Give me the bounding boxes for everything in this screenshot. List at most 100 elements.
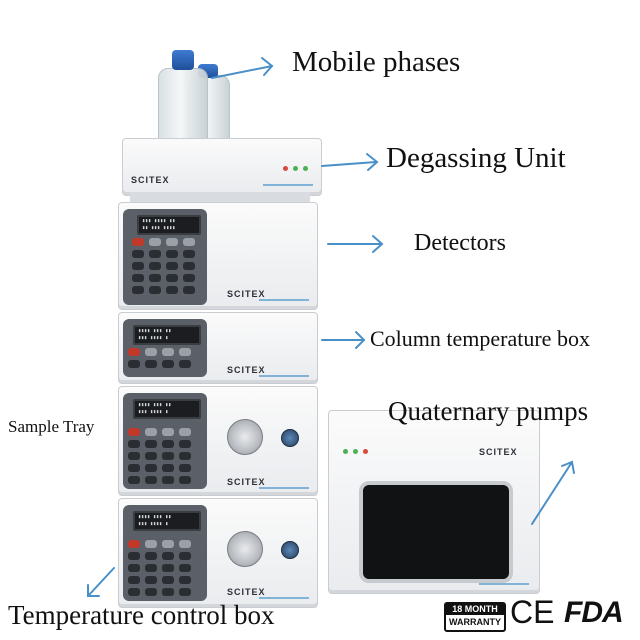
keypad-key [145, 440, 157, 448]
label-quaternary-pumps: Quaternary pumps [388, 396, 589, 426]
keypad-key [128, 348, 140, 356]
oven-module: SCITEX [328, 410, 540, 594]
status-led-green [293, 166, 298, 171]
keypad-key [166, 274, 178, 282]
keypad-key [132, 250, 144, 258]
keypad-key [128, 428, 140, 436]
arrow-detectors [327, 235, 384, 253]
purge-knob [281, 429, 299, 447]
keypad-key [132, 274, 144, 282]
keypad-key [179, 360, 191, 368]
keypad-key [132, 286, 144, 294]
keypad-key [149, 250, 161, 258]
keypad-key [179, 348, 191, 356]
keypad-key [128, 476, 140, 484]
label-temperature-control-box: Temperature control box [8, 600, 275, 630]
arrow-mobile-phases [211, 57, 274, 79]
keypad-key [166, 262, 178, 270]
arrow-quaternary-pumps [531, 460, 575, 525]
keypad-key [145, 540, 157, 548]
status-led-green-2 [353, 449, 358, 454]
keypad-key [128, 464, 140, 472]
arrow-degassing-unit [321, 153, 379, 171]
warranty-badge-top: 18 MONTH [446, 604, 504, 615]
keypad-key [145, 428, 157, 436]
keypad-key [149, 238, 161, 246]
keypad-key [179, 564, 191, 572]
arrow-temperature-control-box [87, 567, 115, 597]
degassing-base [130, 192, 310, 202]
keypad-key [162, 348, 174, 356]
keypad-key [128, 588, 140, 596]
keypad-key [149, 286, 161, 294]
status-led-green [343, 449, 348, 454]
keypad-key [145, 564, 157, 572]
keypad-key [179, 464, 191, 472]
keypad-key [162, 552, 174, 560]
keypad-key [179, 576, 191, 584]
warranty-badge: 18 MONTH WARRANTY [444, 602, 506, 632]
keypad-key [183, 274, 195, 282]
brand-logo: SCITEX [227, 587, 266, 597]
keypad-key [179, 588, 191, 596]
keypad-key [179, 476, 191, 484]
keypad-key [128, 552, 140, 560]
keypad-key [166, 250, 178, 258]
brand-logo: SCITEX [131, 175, 170, 185]
keypad-key [128, 452, 140, 460]
keypad-key [145, 464, 157, 472]
warranty-badge-bottom: WARRANTY [449, 617, 501, 627]
keypad-key [128, 360, 140, 368]
status-led-green-2 [303, 166, 308, 171]
keypad-key [128, 564, 140, 572]
keypad-key [162, 464, 174, 472]
brand-logo: SCITEX [227, 477, 266, 487]
accent-stripe [259, 299, 309, 301]
arrow-column-temperature-box [321, 331, 366, 349]
keypad-key [145, 348, 157, 356]
label-mobile-phases: Mobile phases [292, 46, 461, 78]
fda-mark: FDA [564, 596, 624, 629]
keypad-key [128, 540, 140, 548]
status-led-red [363, 449, 368, 454]
status-led-red [283, 166, 288, 171]
brand-logo: SCITEX [227, 289, 266, 299]
keypad-key [149, 274, 161, 282]
keypad-key [183, 238, 195, 246]
keypad-key [145, 576, 157, 584]
keypad-key [162, 428, 174, 436]
keypad-key [162, 564, 174, 572]
label-sample-tray: Sample Tray [8, 417, 95, 436]
pump-head-valve [227, 419, 263, 455]
keypad-key [183, 262, 195, 270]
pump-display: ▮▮▮▮ ▮▮▮ ▮▮▮▮▮ ▮▮▮▮ ▮ [133, 511, 201, 531]
brand-logo: SCITEX [227, 365, 266, 375]
degassing-unit-module: SCITEX [122, 138, 322, 196]
detector-display: ▮▮▮ ▮▮▮▮ ▮▮▮▮ ▮▮▮ ▮▮▮▮ [137, 215, 201, 235]
keypad-key [162, 576, 174, 584]
keypad-key [179, 440, 191, 448]
keypad-key [166, 286, 178, 294]
brand-logo: SCITEX [479, 447, 518, 457]
keypad-key [162, 360, 174, 368]
keypad-key [179, 428, 191, 436]
label-detectors: Detectors [414, 230, 506, 256]
keypad-key [145, 476, 157, 484]
keypad-key [145, 588, 157, 596]
label-column-temperature-box: Column temperature box [370, 326, 590, 351]
keypad-key [183, 250, 195, 258]
keypad-key [179, 540, 191, 548]
keypad-key [145, 452, 157, 460]
oven-window [359, 481, 513, 583]
keypad-key [145, 552, 157, 560]
keypad-key [145, 360, 157, 368]
keypad-key [162, 540, 174, 548]
label-degassing-unit: Degassing Unit [386, 142, 566, 174]
accent-stripe [479, 583, 529, 585]
purge-knob [281, 541, 299, 559]
accent-stripe [259, 375, 309, 377]
keypad-key [179, 452, 191, 460]
keypad-key [128, 440, 140, 448]
ce-mark: CE [510, 594, 555, 630]
